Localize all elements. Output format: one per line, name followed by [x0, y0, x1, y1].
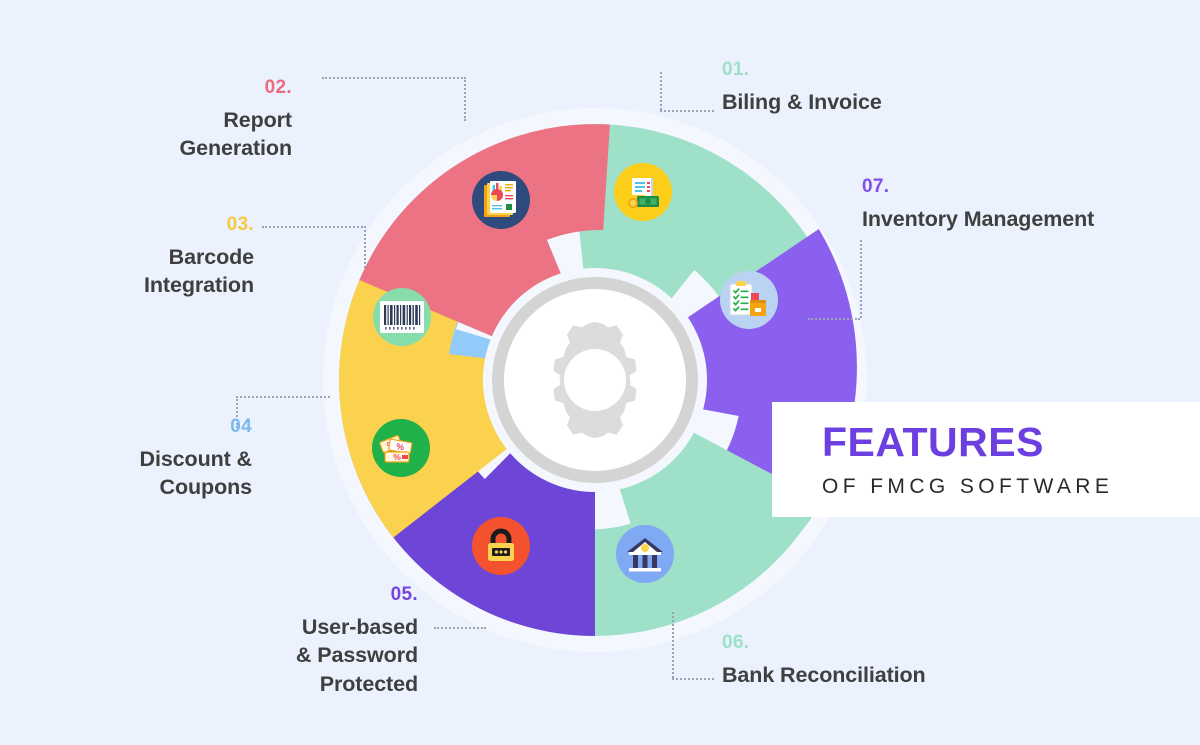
feature-number-05: 05. — [390, 584, 418, 605]
connector-07-h — [808, 318, 860, 320]
connector-01-h — [660, 110, 714, 112]
connector-02-h — [322, 77, 466, 79]
feature-label-06[interactable]: 06. Bank Reconciliation — [722, 633, 926, 689]
feature-label-02[interactable]: 02. Report Generation — [20, 77, 293, 163]
feature-number-04: 04 — [230, 416, 252, 437]
feature-title-02: Report Generation — [179, 108, 293, 161]
feature-number-06: 06. — [722, 632, 750, 653]
invoice-icon[interactable] — [614, 163, 672, 221]
features-wheel: % % % — [315, 100, 875, 660]
feature-title-01: Biling & Invoice — [722, 90, 882, 114]
connector-06-h — [672, 678, 714, 680]
feature-title-03: Barcode Integration — [144, 245, 254, 298]
connector-03-h — [262, 226, 366, 228]
feature-label-03[interactable]: 03. Barcode Integration — [0, 215, 254, 300]
padlock-icon[interactable] — [472, 517, 530, 575]
title-plate: FEATURES OF FMCG SOFTWARE — [772, 402, 1200, 517]
report-chart-icon[interactable] — [472, 171, 530, 229]
svg-text:%: % — [393, 452, 401, 462]
gear-icon — [553, 322, 637, 438]
feature-number-07: 07. — [862, 176, 890, 197]
connector-01-v — [660, 72, 662, 110]
wheel-svg — [323, 108, 867, 652]
feature-title-06: Bank Reconciliation — [722, 663, 926, 687]
feature-number-02: 02. — [264, 77, 292, 98]
discount-coupon-icon[interactable]: % % % — [372, 419, 430, 477]
connector-07-v — [860, 240, 862, 318]
connector-02-v — [464, 77, 466, 121]
feature-title-05: User-based & Password Protected — [295, 615, 418, 696]
barcode-icon[interactable] — [373, 288, 431, 346]
connector-03-v — [364, 226, 366, 268]
feature-label-07[interactable]: 07. Inventory Management — [862, 177, 1094, 233]
feature-title-07: Inventory Management — [862, 207, 1095, 231]
svg-text:%: % — [395, 441, 405, 452]
feature-label-04[interactable]: 04 Discount & Coupons — [0, 416, 253, 502]
page-title: FEATURES — [822, 419, 1044, 465]
feature-label-01[interactable]: 01. Biling & Invoice — [722, 60, 882, 116]
connector-06-v — [672, 612, 674, 678]
feature-number-01: 01. — [722, 59, 750, 80]
connector-04-h — [236, 396, 330, 398]
feature-number-03: 03. — [226, 214, 254, 235]
connector-04-v — [236, 396, 238, 428]
feature-title-04: Discount & Coupons — [139, 447, 253, 500]
page-subtitle: OF FMCG SOFTWARE — [822, 475, 1114, 498]
connector-05-h — [434, 627, 486, 629]
inventory-clipboard-icon[interactable] — [720, 271, 778, 329]
feature-label-05[interactable]: 05. User-based & Password Protected — [170, 585, 418, 698]
bank-building-icon[interactable] — [616, 525, 674, 583]
